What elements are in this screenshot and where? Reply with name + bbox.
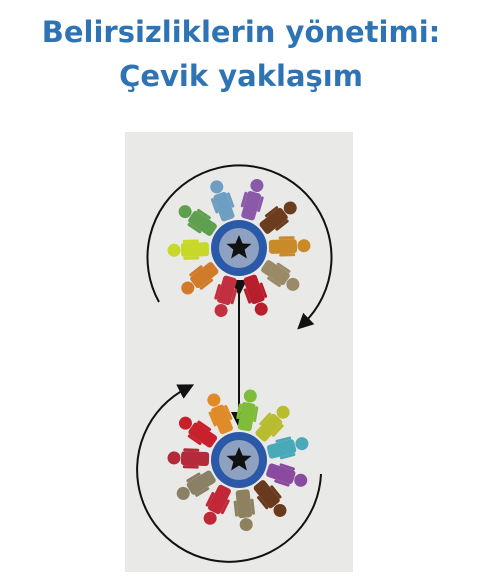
bottom-person-icon [176,470,216,500]
bottom-star-icon [226,447,252,471]
bottom-people-group [167,389,309,532]
top-people-group [167,179,311,317]
bottom-person-icon [178,416,218,448]
top-person-icon [268,236,311,257]
bottom-person-icon [266,436,309,460]
top-person-icon [214,275,238,317]
title-line-2: Çevik yaklaşım [119,59,363,93]
top-person-icon [259,201,297,234]
top-person-icon [167,239,210,260]
top-star-icon [226,235,252,259]
title-line-1: Belirsizliklerin yönetimi: [41,15,441,49]
top-person-icon [243,274,268,316]
top-person-icon [178,205,217,236]
bottom-hub [211,432,267,488]
bottom-person-icon [233,489,255,532]
agile-cycle-diagram [125,132,353,572]
top-cycle-arrow [146,164,333,330]
bottom-person-icon [255,405,290,442]
top-person-icon [261,260,300,291]
bottom-person-icon [167,448,210,469]
bottom-person-icon [253,480,287,517]
bottom-person-icon [203,484,231,525]
top-person-icon [181,262,219,295]
top-hub [211,220,267,276]
bottom-person-icon [266,463,308,487]
top-person-icon [240,179,264,221]
diagram-canvas [136,164,333,563]
bottom-cycle-arrow [136,384,322,563]
bottom-person-icon [236,389,259,432]
page-title: Belirsizliklerin yönetimi: Çevik yaklaşı… [0,10,482,98]
top-person-icon [210,180,235,222]
bottom-person-icon [207,393,233,435]
